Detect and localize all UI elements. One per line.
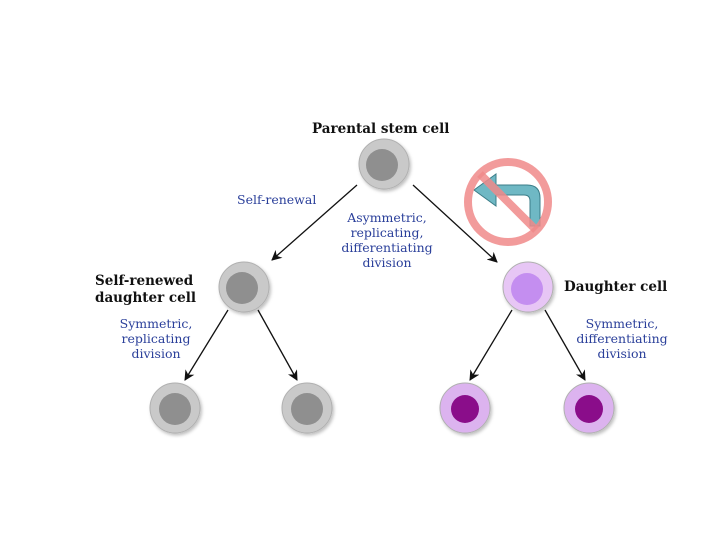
arrow-parent-to-self-renewed xyxy=(271,184,358,261)
no-return-icon xyxy=(464,158,552,246)
self-renewed-daughter-cell xyxy=(218,261,270,313)
symmetric-differentiating-label: Symmetric, differentiating division xyxy=(576,316,668,361)
stem-cell-bottom-1 xyxy=(149,382,201,434)
parental-stem-cell xyxy=(358,138,410,190)
differentiated-cell-1 xyxy=(439,382,491,434)
stem-cell-bottom-2 xyxy=(281,382,333,434)
arrow-self-renewed-right xyxy=(257,309,298,381)
differentiated-cell-2 xyxy=(563,382,615,434)
daughter-cell xyxy=(502,261,554,313)
arrow-self-renewed-left xyxy=(184,309,229,381)
parental-stem-cell-label: Parental stem cell xyxy=(312,121,450,137)
arrow-daughter-right xyxy=(544,309,586,381)
self-renewed-daughter-cell-label: Self-renewed daughter cell xyxy=(95,273,196,306)
daughter-cell-label: Daughter cell xyxy=(564,279,668,295)
asymmetric-division-label: Asymmetric, replicating, differentiating… xyxy=(341,210,433,270)
self-renewal-label: Self-renewal xyxy=(237,192,317,207)
arrow-parent-to-daughter xyxy=(412,184,498,263)
symmetric-replicating-label: Symmetric, replicating division xyxy=(119,316,193,361)
arrow-daughter-left xyxy=(469,309,513,381)
